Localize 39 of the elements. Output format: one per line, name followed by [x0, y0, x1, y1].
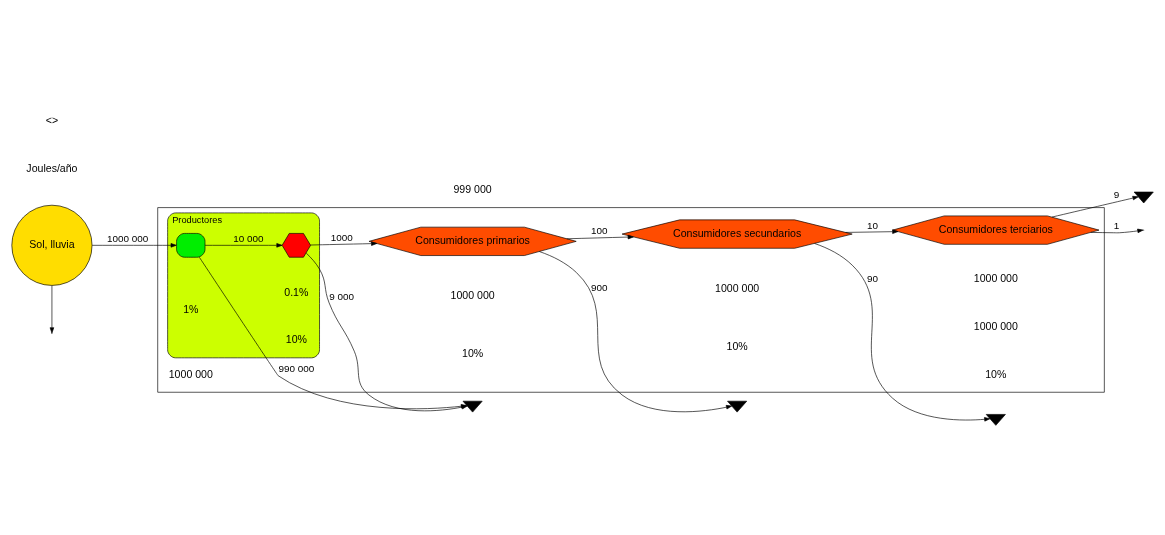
edge-label: 1000 000	[106, 233, 149, 245]
cluster	[157, 207, 1105, 393]
arrow	[814, 243, 991, 422]
arrow	[49, 285, 55, 334]
arrow	[204, 243, 283, 248]
edge-label: 10	[866, 219, 878, 231]
arrow	[566, 234, 634, 240]
edge-label: 100	[590, 225, 608, 237]
label: 0.1%	[284, 285, 309, 298]
label: 10%	[985, 367, 1007, 380]
arrow	[1051, 195, 1139, 218]
label: 1000 000	[168, 367, 213, 380]
label: <>	[45, 114, 59, 127]
edge-label: 90	[866, 273, 878, 285]
label: 10%	[462, 347, 484, 360]
edge-label: 9 000	[329, 290, 355, 302]
arrow	[845, 229, 899, 234]
arrow	[91, 243, 177, 248]
label: 1%	[183, 302, 199, 315]
label: 1000 000	[715, 281, 760, 294]
label: 1000 000	[973, 272, 1018, 285]
label: Joules/año	[26, 161, 78, 174]
edge-label: 1000	[330, 231, 353, 243]
edge-label: 10 000	[233, 233, 264, 245]
label: 1000 000	[450, 288, 495, 301]
node-hexagon	[281, 233, 311, 258]
arrow	[1090, 228, 1144, 234]
label: 10%	[726, 339, 748, 352]
edge-label: 900	[590, 282, 608, 293]
edge-label: 990 000	[278, 363, 315, 375]
node-circle: Sol, lluvia	[11, 204, 93, 286]
label: 1000 000	[973, 319, 1018, 332]
node-box	[176, 233, 206, 258]
arrow	[310, 241, 378, 246]
label: 999 000	[453, 182, 492, 195]
label: 10%	[285, 333, 307, 346]
arrow	[539, 251, 733, 413]
edge-label: 1	[1113, 220, 1120, 232]
edge-label: 9	[1113, 189, 1120, 201]
